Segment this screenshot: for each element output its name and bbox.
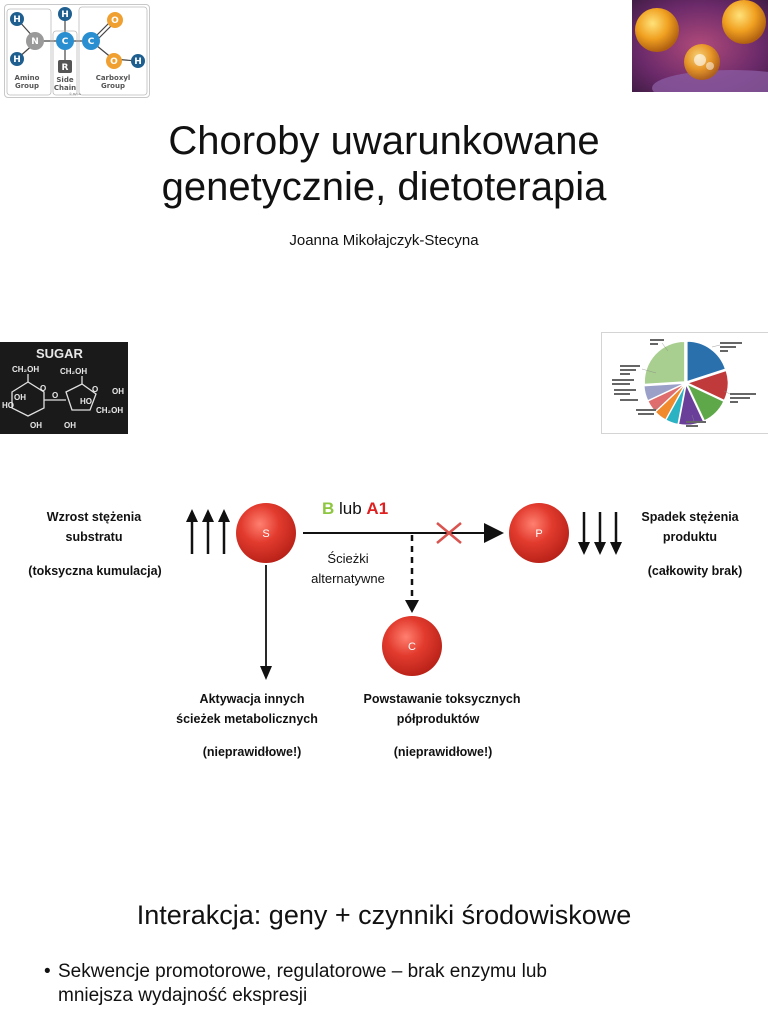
side-chain-label: Side: [56, 76, 73, 84]
enzyme-or-label: lub: [334, 499, 366, 518]
virus-particle-icon: [635, 8, 679, 52]
sugar-label: OH: [112, 387, 124, 396]
pie-slice: [686, 370, 729, 401]
hydrogen-atom-icon: [10, 52, 24, 66]
sugar-label: OH: [30, 421, 42, 430]
atom-label: O: [110, 57, 118, 67]
alternative-paths-label: alternatywne: [311, 571, 385, 586]
substrate-increase-label: substratu: [66, 530, 123, 544]
amino-acid-structure-image: H H N C H C O O H R Amino Group Side Cha…: [4, 4, 150, 98]
substrate-node: [236, 503, 296, 563]
substrate-node-label: S: [262, 528, 269, 540]
atom-label: H: [13, 15, 21, 25]
bullet-point: • Sekwencje promotorowe, regulatorowe – …: [44, 960, 748, 1008]
product-node: [509, 503, 569, 563]
decrease-arrows-icon: [582, 512, 618, 546]
carboxyl-group-label: Carboxyl: [96, 74, 131, 82]
slide-title-line: genetycznie, dietoterapia: [161, 165, 607, 209]
sugar-header: SUGAR: [36, 346, 84, 361]
enzyme-a1-label: A1: [366, 499, 388, 518]
atom-label: C: [88, 37, 95, 47]
slide-title: Choroby uwarunkowane genetycznie, dietot…: [0, 118, 768, 210]
nitrogen-atom-icon: [26, 32, 44, 50]
product-node-label: P: [535, 528, 542, 540]
side-chain-label: Chain: [54, 84, 76, 92]
r-group-icon: [58, 60, 72, 73]
bullet-text-line: mniejsza wydajność ekspresji: [58, 985, 308, 1006]
alternative-paths-label: Ścieżki: [327, 551, 368, 566]
substrate-increase-label: Wzrost stężenia: [47, 510, 143, 524]
sugar-label: CH₂OH: [60, 367, 87, 376]
oxygen-atom-icon: [107, 12, 123, 28]
sugar-label: CH₂OH: [96, 406, 123, 415]
carbon-atom-icon: [82, 32, 100, 50]
sugar-label: O: [52, 391, 58, 400]
product-decrease-label: Spadek stężenia: [641, 510, 739, 524]
amino-acid-diagram: H H N C H C O O H R Amino Group Side Cha…: [6, 6, 148, 96]
toxic-intermediates-label: Powstawanie toksycznych: [363, 692, 520, 706]
pie-chart: [612, 339, 756, 427]
bullet-marker: •: [44, 961, 51, 982]
pie-slice: [686, 383, 725, 422]
hydrogen-atom-icon: [58, 7, 72, 21]
sugar-label: HO: [2, 401, 14, 410]
intermediate-node-label: C: [408, 641, 416, 653]
amino-group-label: Group: [15, 82, 39, 90]
pie-slice: [655, 384, 686, 421]
atom-label: N: [31, 37, 39, 47]
activation-label: ścieżek metabolicznych: [176, 712, 318, 726]
enzyme-b-label: B: [322, 499, 334, 518]
pie-slice: [644, 341, 685, 385]
slide-title-line: Choroby uwarunkowane: [168, 119, 600, 163]
pie-chart-image: [601, 332, 768, 434]
author-name: Joanna Mikołajczyk-Stecyna: [289, 232, 479, 249]
atom-label: R: [62, 63, 69, 73]
atom-label: H: [61, 10, 69, 20]
sugar-label: O: [92, 385, 98, 394]
metabolic-block-diagram: Wzrost stężenia substratu (toksyczna kum…: [0, 490, 768, 770]
virus-particle-icon: [722, 0, 766, 44]
enzyme-label: B lub A1: [322, 499, 388, 518]
product-decrease-label: produktu: [663, 530, 717, 544]
carboxyl-group-label: Group: [101, 82, 125, 90]
atom-label: H: [134, 57, 142, 67]
credit-label: © Byjus: [69, 92, 82, 96]
intermediate-node: [382, 616, 442, 676]
virus-illustration-image: [632, 0, 768, 106]
toxic-accumulation-label: (toksyczna kumulacja): [28, 564, 161, 578]
hydrogen-atom-icon: [131, 54, 145, 68]
pie-slice: [647, 383, 685, 413]
abnormal-label: (nieprawidłowe!): [203, 745, 302, 759]
hydrogen-atom-icon: [10, 12, 24, 26]
increase-arrows-icon: [190, 518, 226, 554]
carbon-atom-icon: [56, 32, 74, 50]
amino-group-label: Amino: [15, 74, 40, 82]
slide-heading: Interakcja: geny + czynniki środowiskowe: [136, 900, 632, 930]
bullet-text-line: Sekwencje promotorowe, regulatorowe – br…: [58, 961, 547, 982]
pie-slice: [686, 340, 726, 382]
sugar-structure-image: SUGAR CH₂OH CH₂OH O O O HO OH HO CH₂OH O…: [0, 342, 128, 434]
atom-label: C: [62, 37, 69, 47]
sugar-label: HO: [80, 397, 92, 406]
sugar-label: OH: [14, 393, 26, 402]
pie-slice: [643, 383, 685, 402]
activation-label: Aktywacja innych: [200, 692, 305, 706]
sugar-label: OH: [64, 421, 76, 430]
total-absence-label: (całkowity brak): [648, 564, 742, 578]
atom-label: H: [13, 55, 21, 65]
abnormal-label: (nieprawidłowe!): [394, 745, 493, 759]
pie-slice: [665, 384, 686, 425]
sugar-label: CH₂OH: [12, 365, 39, 374]
oxygen-atom-icon: [106, 53, 122, 69]
toxic-intermediates-label: półproduktów: [397, 712, 480, 726]
blocked-cross-icon: [436, 522, 462, 544]
atom-label: O: [111, 16, 119, 26]
sugar-label: O: [40, 384, 46, 393]
